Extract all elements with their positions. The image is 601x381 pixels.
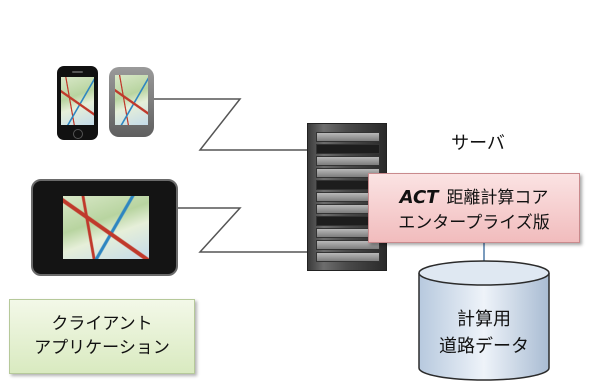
server-drive bbox=[316, 144, 380, 154]
server-drive bbox=[316, 252, 380, 262]
server-label: サーバ bbox=[451, 133, 505, 154]
core-edition: エンタープライズ版 bbox=[398, 213, 550, 233]
client-line2: アプリケーション bbox=[34, 337, 170, 358]
phone-map-screen bbox=[61, 77, 94, 125]
server-drive bbox=[316, 240, 380, 250]
database-cylinder bbox=[418, 260, 550, 381]
product-name: ACT bbox=[399, 187, 439, 208]
database-line2: 道路データ bbox=[439, 336, 529, 357]
smartphone-grey bbox=[109, 67, 154, 137]
database-label: 計算用 道路データ bbox=[420, 306, 548, 360]
tablet-map-screen bbox=[63, 196, 149, 259]
phone-map-screen-2 bbox=[115, 75, 148, 125]
core-engine-box: ACT 距離計算コア エンタープライズ版 bbox=[368, 173, 580, 243]
core-title: 距離計算コア bbox=[446, 188, 549, 208]
tablet-server-link bbox=[178, 207, 307, 253]
client-line1: クライアント bbox=[51, 313, 153, 334]
tablet bbox=[31, 179, 178, 276]
database-line1: 計算用 bbox=[457, 309, 511, 330]
phone-server-link bbox=[154, 98, 307, 151]
phone-speaker bbox=[72, 71, 83, 73]
client-app-box: クライアント アプリケーション bbox=[9, 299, 195, 374]
smartphone-black bbox=[57, 66, 98, 140]
phone-home-button bbox=[73, 129, 83, 139]
server-drive bbox=[316, 156, 380, 166]
server-drive bbox=[316, 132, 380, 142]
